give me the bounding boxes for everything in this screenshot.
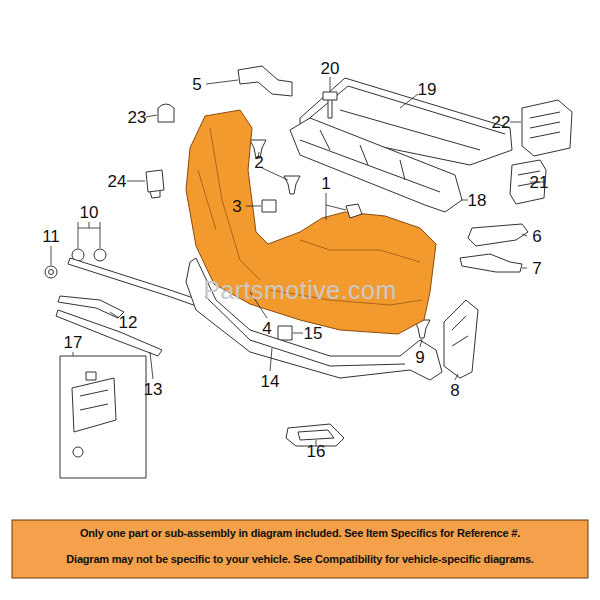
callout-number: 6	[532, 228, 541, 245]
callout-number: 8	[450, 382, 459, 399]
callout-number: 7	[532, 260, 541, 277]
callout-number: 14	[261, 373, 280, 390]
note-text: Diagram may not be specific to your vehi…	[18, 553, 582, 567]
note-text: Only one part or sub-assembly in diagram…	[18, 527, 582, 541]
callout-number: 11	[42, 228, 60, 245]
callout-number: 22	[492, 114, 511, 131]
callout-number: 20	[321, 60, 340, 77]
callout-number: 21	[530, 174, 549, 191]
callout-number: 17	[64, 334, 83, 351]
callout-number: 18	[468, 192, 487, 209]
callout-number: 23	[128, 109, 147, 126]
callout-number: 19	[418, 81, 437, 98]
callout-number: 9	[415, 349, 424, 366]
callout-number: 3	[232, 198, 241, 215]
watermark: Partsmotive.com	[203, 278, 397, 303]
callout-number: 15	[304, 325, 323, 342]
callout-number: 10	[80, 204, 99, 221]
callout-number: 24	[108, 173, 127, 190]
callout-number: 4	[262, 320, 271, 337]
callout-number: 2	[254, 154, 263, 171]
callout-number: 1	[321, 175, 330, 192]
callout-number: 12	[119, 314, 138, 331]
callout-number: 5	[192, 76, 201, 93]
callout-number: 13	[144, 381, 163, 398]
callout-number: 16	[307, 443, 326, 460]
